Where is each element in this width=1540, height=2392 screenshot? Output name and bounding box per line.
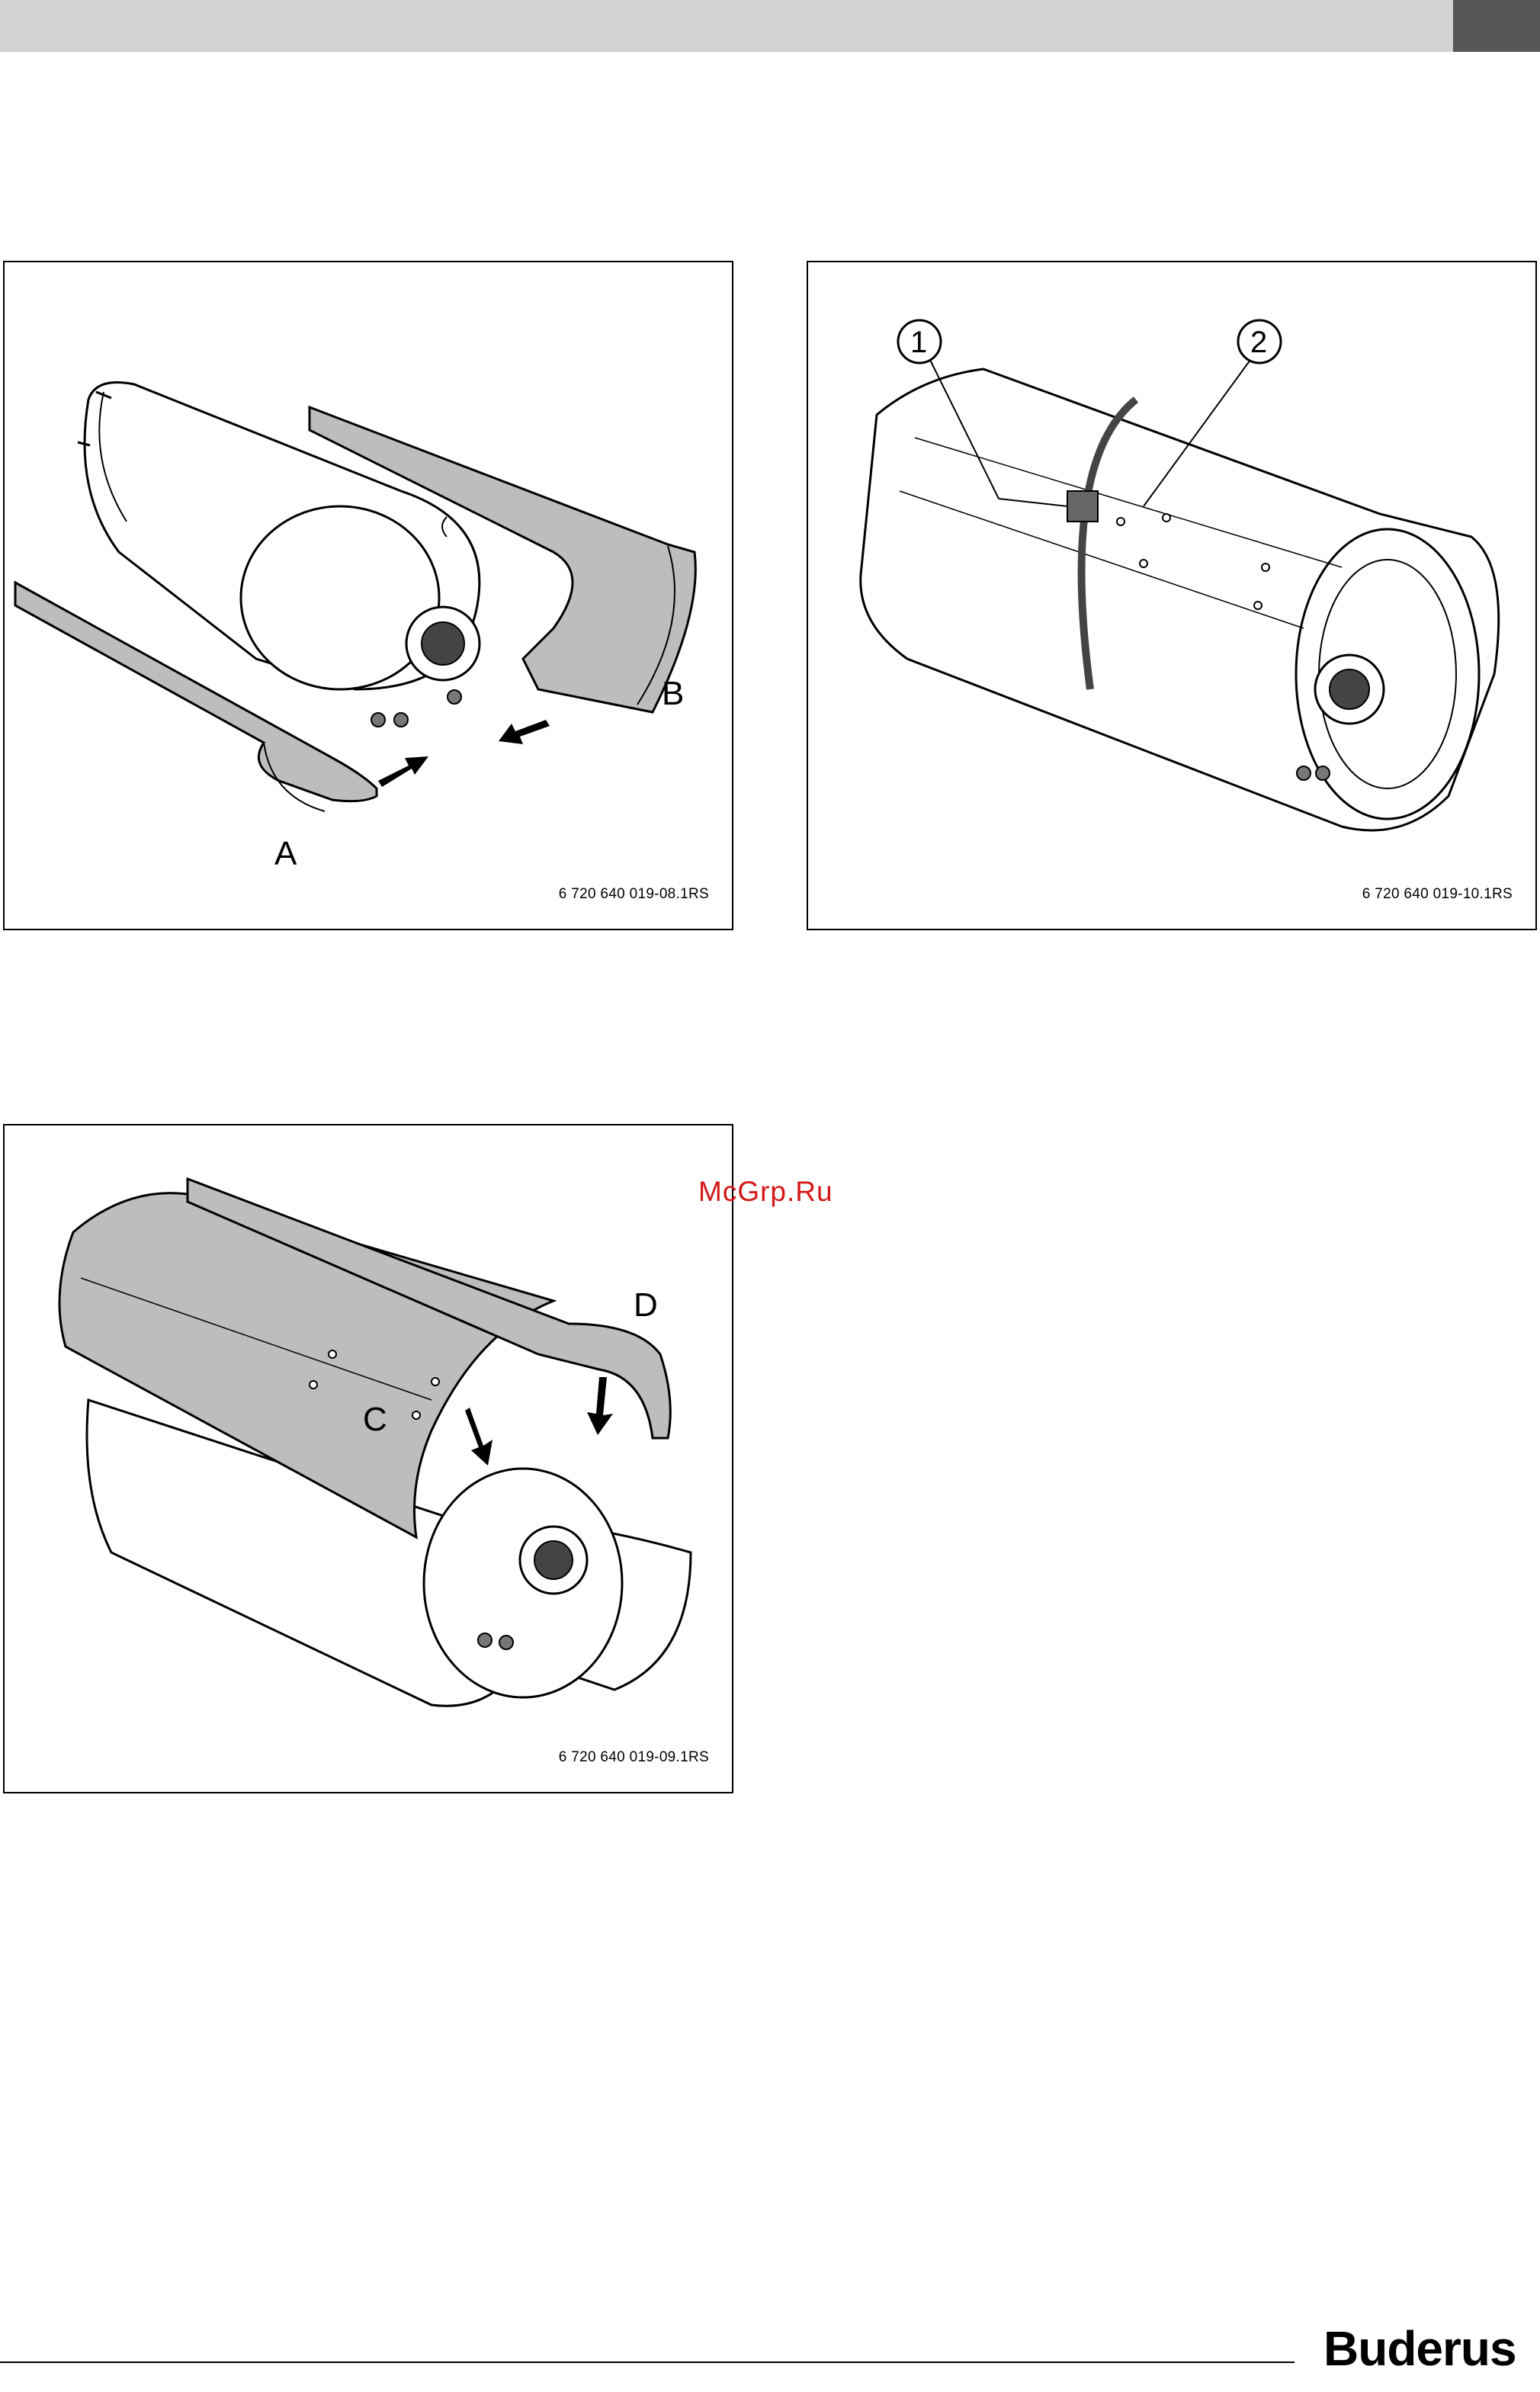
figure-insulation-top: C D 6 720 640 019-09.1RS [3, 1124, 733, 1793]
callout-2: 2 [1250, 326, 1267, 359]
tank-illustration-3: C D [5, 1125, 735, 1795]
header-bar [0, 0, 1453, 52]
brand-logo: Buderus [1323, 2320, 1516, 2377]
figure-code: 6 720 640 019-09.1RS [559, 1749, 709, 1766]
label-d: D [634, 1286, 658, 1324]
header-tab [1453, 0, 1540, 52]
label-c: C [363, 1401, 387, 1438]
figure-code: 6 720 640 019-10.1RS [1362, 886, 1513, 903]
footer-rule [0, 2361, 1295, 2363]
callout-1: 1 [910, 326, 927, 359]
label-b: B [662, 675, 684, 712]
label-a: A [274, 835, 297, 872]
tank-illustration-2: 1 2 [808, 262, 1538, 932]
tank-illustration-1: A B [5, 262, 735, 932]
figure-insulation-strap: 1 2 6 720 640 019-10.1RS [807, 261, 1537, 930]
figure-insulation-bottom: A B 6 720 640 019-08.1RS [3, 261, 733, 930]
figure-code: 6 720 640 019-08.1RS [559, 886, 709, 903]
watermark: McGrp.Ru [698, 1176, 833, 1208]
